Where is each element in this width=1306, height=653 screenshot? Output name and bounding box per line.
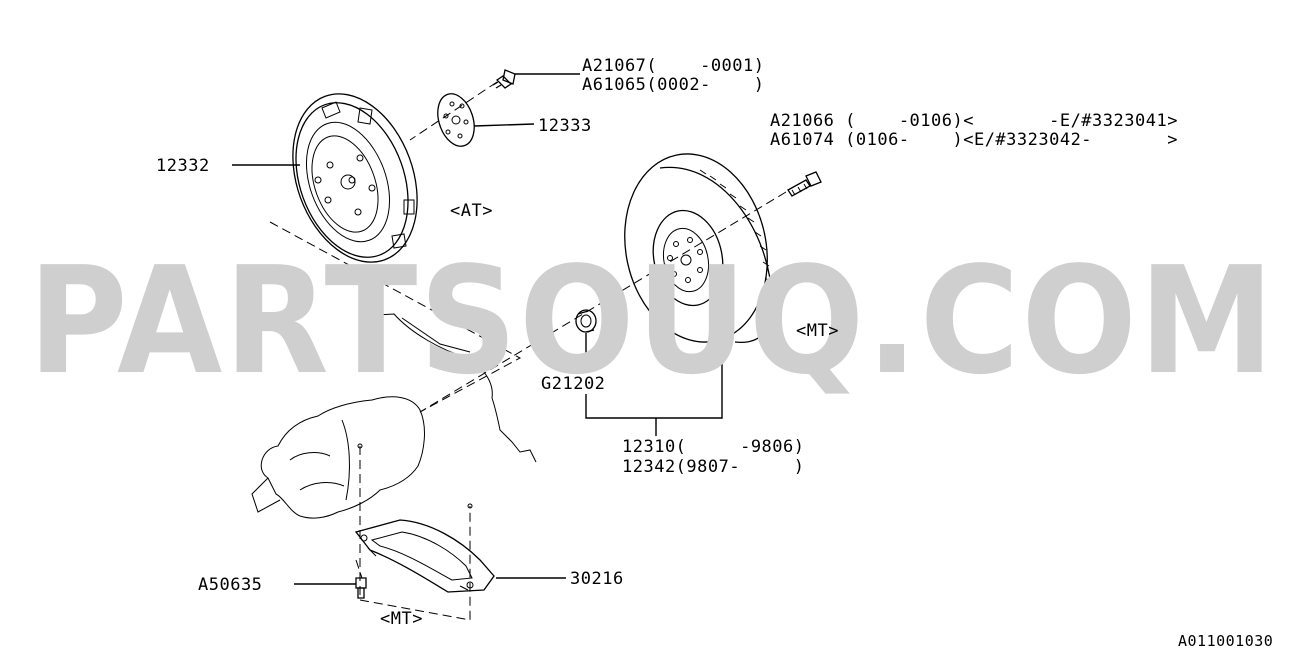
label-30216: 30216 — [570, 569, 624, 589]
label-a21067: A21067( -0001) — [582, 56, 765, 76]
label-12332: 12332 — [156, 156, 210, 176]
label-a50635: A50635 — [198, 575, 262, 595]
cover-bolt-a50635[interactable] — [355, 577, 367, 599]
label-12333: 12333 — [538, 116, 592, 136]
diagram-code: A011001030 — [1178, 632, 1273, 650]
leader-lines — [232, 73, 723, 585]
label-a61065: A61065(0002- ) — [582, 75, 765, 95]
flywheel-12310[interactable] — [608, 141, 784, 356]
label-at: <AT> — [450, 201, 493, 221]
flywheel-bolt[interactable] — [787, 171, 822, 197]
reinforcement-plate-12333[interactable] — [431, 89, 480, 151]
label-g21202: G21202 — [541, 374, 605, 394]
watermark-text: PARTSOUQ.COM — [28, 235, 1276, 407]
label-a21066: A21066 ( -0106)< -E/#3323041> — [770, 111, 1178, 131]
engine-transmission-outline — [251, 221, 537, 519]
label-mt-flywheel: <MT> — [796, 321, 839, 341]
assembly-lines — [355, 81, 787, 621]
under-cover-30216[interactable] — [354, 519, 495, 593]
drive-plate-bolt[interactable] — [492, 69, 516, 89]
drive-plate-12332[interactable] — [271, 76, 440, 279]
label-mt-bottom: <MT> — [380, 609, 423, 629]
label-12342: 12342(9807- ) — [622, 457, 805, 477]
label-12310: 12310( -9806) — [622, 437, 805, 457]
label-a61074: A61074 (0106- )<E/#3323042- > — [770, 130, 1178, 150]
